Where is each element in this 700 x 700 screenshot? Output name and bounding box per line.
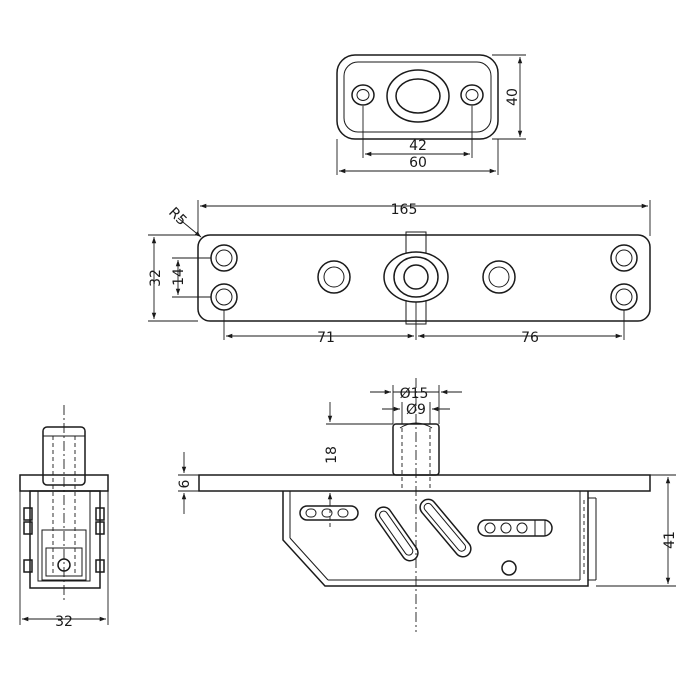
dim-plate-thickness: 6 — [177, 479, 193, 488]
front-slots — [299, 495, 553, 576]
dim-left-to-center: 71 — [317, 330, 335, 346]
top-hole-left-inner — [356, 89, 370, 101]
plan-hole-left-bottom — [210, 283, 238, 311]
plan-view: 165 R5 32 14 71 76 — [148, 200, 651, 346]
plan-hole-left-top — [210, 244, 238, 272]
front-view: Ø15 Ø9 18 6 41 — [177, 378, 678, 632]
dim-pin-height: 18 — [324, 446, 340, 464]
plan-hole-mid-right-outer — [482, 260, 516, 294]
end-pin-hole — [57, 558, 71, 572]
top-center-bore-outer — [386, 69, 450, 123]
center-boss-ring — [393, 256, 439, 298]
plan-hole-mid-left-outer — [317, 260, 351, 294]
dim-top-hole-spacing: 42 — [409, 138, 427, 154]
dim-pin-outer-diameter: Ø15 — [400, 386, 429, 402]
plan-hole-mid-left-inner — [323, 266, 345, 288]
dim-hole-spacing-vertical: 14 — [171, 268, 187, 286]
plan-hole-right-bottom — [610, 283, 638, 311]
top-hole-left-outer — [351, 84, 375, 106]
top-view: 40 42 60 — [336, 54, 526, 175]
top-hole-right-inner — [465, 89, 479, 101]
center-boss-inner — [403, 264, 429, 290]
top-plate-inner — [343, 61, 492, 133]
dim-plate-length: 165 — [391, 202, 418, 218]
top-center-bore-inner — [395, 78, 441, 114]
dim-corner-radius: R5 — [165, 205, 189, 229]
top-plate-outer — [336, 54, 499, 140]
dim-plate-width: 32 — [148, 269, 164, 287]
front-body — [282, 491, 589, 587]
plan-hole-right-top — [610, 244, 638, 272]
dim-top-width: 60 — [409, 155, 427, 171]
end-view: 32 — [19, 405, 109, 630]
front-top-plate — [198, 474, 651, 492]
plan-hole-mid-right-inner — [488, 266, 510, 288]
dim-pin-inner-diameter: Ø9 — [406, 402, 426, 418]
dim-end-width: 32 — [55, 614, 73, 630]
dim-body-height: 41 — [662, 531, 678, 549]
main-plate-outline — [197, 234, 651, 322]
top-hole-right-outer — [460, 84, 484, 106]
dim-top-height: 40 — [505, 88, 521, 106]
dim-center-to-right: 76 — [521, 330, 539, 346]
front-pin — [392, 423, 440, 476]
